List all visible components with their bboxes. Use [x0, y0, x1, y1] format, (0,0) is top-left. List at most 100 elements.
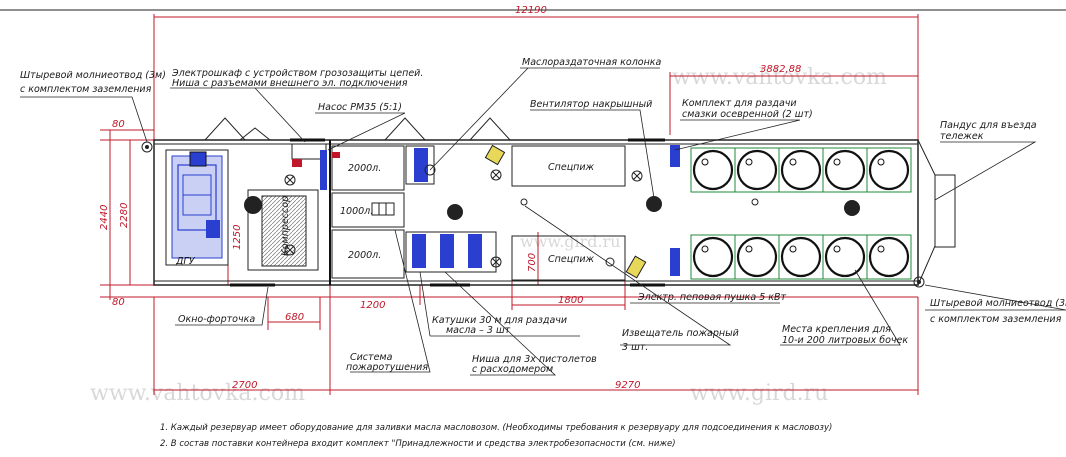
label-fire-system: Система: [350, 352, 393, 363]
watermark: www.vahtovka.com: [90, 381, 305, 406]
barrel-cap: [877, 245, 885, 253]
oil-dispenser-column: [405, 145, 435, 185]
dim-edge-bottom: 80: [112, 297, 125, 308]
lamp-icon: [605, 257, 615, 267]
label-ground-rod-right-2: с комплектом заземления: [930, 314, 1062, 325]
tank-1000: [331, 192, 405, 228]
lamp-icon: [284, 244, 296, 256]
watermark: www.vahtovka.com: [672, 65, 887, 90]
dim-1250: 1250: [232, 225, 243, 250]
label-ground-rod-right: Штыревой молниеотвод (3м): [930, 298, 1066, 309]
barrel-cap: [833, 245, 841, 253]
container-outline: [153, 117, 919, 287]
barrel-200l: [868, 149, 910, 191]
tank-2000-bottom-label: 2000л.: [348, 250, 381, 261]
fire-detector-icon: [520, 198, 528, 206]
barrel-cap: [833, 158, 841, 166]
workbench-bottom-label: Спецпиж: [548, 254, 595, 265]
label-fire-detector-2: 3 шт.: [622, 342, 648, 353]
label-foam-gun: Электр. пеповая пушка 5 кВт: [637, 292, 787, 303]
dim-2700: 2700: [232, 380, 257, 391]
label-window: Окно-форточка: [178, 314, 255, 325]
workbench-bottom: [511, 235, 626, 281]
diesel-generator: [165, 149, 229, 266]
barrel-200l: [692, 149, 734, 191]
barrel-frame: [778, 147, 824, 193]
barrel-frame: [822, 234, 868, 280]
label-reels-2: масла – 3 шт: [446, 325, 511, 336]
label-electrical-cabinet-2: Ниша с разъемами внешнего эл. подключени…: [172, 78, 408, 89]
label-ramp: Пандус для въезда: [940, 120, 1037, 131]
tank-1000-label: 1000л.: [340, 206, 373, 217]
fire-sensor-icon: [424, 164, 463, 220]
ground-rod-left-icon: [141, 141, 153, 153]
label-electrical-cabinet: Электрошкаф с устройством грозозащиты це…: [171, 68, 423, 79]
lamp-icon: [284, 174, 296, 186]
label-ground-rod-left: Штыревой молниеотвод (3м): [20, 70, 166, 81]
grease-kit-icon: [670, 145, 680, 167]
barrel-frame: [734, 147, 780, 193]
label-fire-system-2: пожаротушения: [346, 362, 428, 373]
barrel-frame: [822, 147, 868, 193]
barrel-200l: [736, 149, 778, 191]
barrel-200l: [824, 149, 866, 191]
note-2: 2. В состав поставки контейнера входит к…: [160, 439, 676, 449]
label-oil-column: Маслораздаточная колонка: [522, 57, 662, 68]
note-1: 1. Каждый резервуар имеет оборудование д…: [160, 423, 832, 433]
dim-700: 700: [527, 253, 538, 272]
barrel-frame: [778, 234, 824, 280]
label-pump: Насос РМ35 (5:1): [318, 102, 402, 113]
dim-height-inner: 2280: [119, 203, 130, 228]
label-ramp-2: тележек: [940, 131, 984, 142]
dim-680: 680: [285, 312, 304, 323]
compressor: [244, 189, 319, 271]
barrel-mounts: [690, 147, 912, 280]
reels: [405, 231, 497, 273]
label-barrel-mounts: Места крепления для: [782, 324, 891, 335]
fire-sensor-icon: [646, 196, 662, 212]
barrel-cap: [789, 245, 797, 253]
label-nozzle-niche: Ниша для 3х пистолетов: [472, 354, 597, 365]
barrel-200l: [780, 149, 822, 191]
dimension-lines: [100, 14, 919, 395]
tank-2000-top: [331, 145, 405, 191]
dim-9270: 9270: [615, 380, 640, 391]
barrel-cap: [877, 158, 885, 166]
dim-total-length: 12190: [515, 5, 547, 16]
ramp: [917, 139, 956, 286]
barrel-frame: [866, 234, 912, 280]
label-fan: Вентилятор накрышный: [530, 99, 652, 110]
dim-height-outer: 2440: [99, 205, 110, 230]
watermark: www.gird.ru: [520, 232, 621, 251]
foam-gun-icon: [625, 255, 647, 279]
label-barrel-mounts-2: 10-и 200 литровых бочек: [782, 335, 908, 346]
dim-1800: 1800: [558, 295, 583, 306]
barrel-200l: [780, 236, 822, 278]
label-grease-kit: Комплект для раздачи: [682, 98, 797, 109]
barrel-cap: [745, 158, 753, 166]
compressor-label: Компрессор: [280, 196, 291, 256]
label-fire-detector: Извещатель пожарный: [622, 328, 739, 339]
barrel-200l: [868, 236, 910, 278]
dim-1200: 1200: [360, 300, 385, 311]
grease-kit-icon: [670, 248, 680, 276]
barrel-cap: [701, 158, 709, 166]
barrel-cap: [789, 158, 797, 166]
pump-icon: [320, 150, 327, 190]
dim-edge-top: 80: [112, 119, 125, 130]
dgu-label: ДГУ: [175, 256, 196, 267]
workbench-top: [511, 145, 626, 187]
barrel-cap: [701, 245, 709, 253]
workbench-top-label: Спецпиж: [548, 162, 595, 173]
tank-2000-top-label: 2000л.: [348, 163, 381, 174]
barrel-200l: [736, 236, 778, 278]
watermark: www.gird.ru: [690, 381, 828, 406]
barrel-cap: [745, 245, 753, 253]
label-ground-rod-left-2: с комплектом заземления: [20, 84, 152, 95]
barrel-frame: [734, 234, 780, 280]
barrel-frame: [690, 147, 736, 193]
barrel-200l: [692, 236, 734, 278]
label-grease-kit-2: смазки осевренной (2 шт): [682, 109, 813, 120]
lamp-icon: [631, 170, 643, 182]
